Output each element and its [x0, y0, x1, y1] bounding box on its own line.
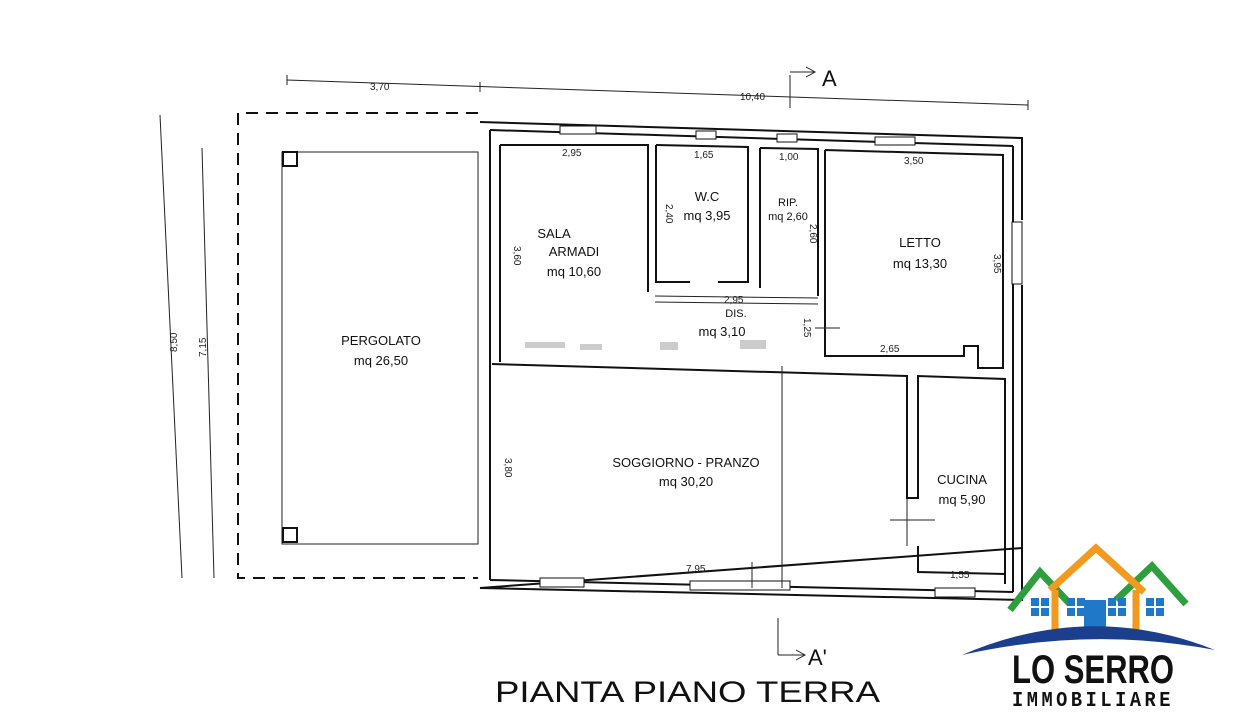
room-cucina-name: CUCINA: [937, 472, 987, 487]
dim-letto-top: 3,50: [904, 156, 924, 167]
section-mark-top: A: [822, 66, 837, 91]
room-wc-name: W.C: [695, 189, 720, 204]
logo-subtitle: IMMOBILIARE: [1012, 690, 1174, 713]
room-rip-area: mq 2,60: [768, 211, 808, 223]
interior-walls: [491, 66, 1006, 661]
dim-cucina-bottom: 1,55: [950, 570, 970, 581]
room-dis-area: mq 3,10: [699, 324, 746, 339]
dim-wc-side: 2,40: [663, 204, 674, 224]
room-soggiorno-name: SOGGIORNO - PRANZO: [612, 455, 759, 470]
dim-left-outer: 8,50: [169, 332, 180, 352]
dim-soggiorno-bottom: 7,95: [686, 564, 706, 575]
room-sala-area: mq 10,60: [547, 264, 601, 279]
section-mark-bottom: A': [808, 645, 827, 670]
room-wc-area: mq 3,95: [684, 208, 731, 223]
drawing-title: PIANTA PIANO TERRA: [495, 676, 880, 709]
dim-wc-top: 1,65: [694, 150, 714, 161]
dim-top-left: 3,70: [370, 82, 390, 93]
dim-dis-top: 2,95: [724, 295, 744, 306]
outer-walls: [479, 121, 1023, 602]
company-logo: LO SERRO IMMOBILIARE: [962, 543, 1215, 713]
dim-sala-top: 2,95: [562, 148, 582, 159]
room-letto-name: LETTO: [899, 235, 941, 250]
dim-sala-side: 3,60: [511, 246, 522, 266]
logo-name: LO SERRO: [1012, 648, 1174, 692]
logo-house-left-icon: [1007, 566, 1073, 613]
dim-top-total: 10,40: [740, 92, 765, 103]
room-pergolato-name: PERGOLATO: [341, 333, 421, 348]
room-pergolato-area: mq 26,50: [354, 353, 408, 368]
logo-house-center-icon: [1047, 543, 1147, 595]
dim-soggiorno-side: 3,80: [502, 458, 513, 478]
dim-letto-side: 3,95: [991, 254, 1002, 274]
dim-left-inner: 7,15: [198, 337, 209, 357]
logo-swoosh-icon: [962, 626, 1215, 655]
scan-smudges: [525, 340, 766, 350]
logo-house-right-icon: [1113, 560, 1189, 607]
room-soggiorno-area: mq 30,20: [659, 474, 713, 489]
pergolato-area: [237, 112, 479, 579]
room-dis-name: DIS.: [725, 308, 746, 320]
room-rip-name: RIP.: [778, 197, 798, 209]
room-cucina-area: mq 5,90: [939, 492, 986, 507]
room-sala-name2: ARMADI: [549, 244, 600, 259]
dim-rip-side: 2,60: [807, 224, 818, 244]
room-sala-name1: SALA: [537, 226, 571, 241]
dim-rip-top: 1,00: [779, 152, 799, 163]
dimension-lines: [159, 75, 1029, 579]
dim-letto-bottom: 2,65: [880, 344, 900, 355]
dim-dis-side: 1,25: [801, 318, 812, 338]
room-letto-area: mq 13,30: [893, 256, 947, 271]
